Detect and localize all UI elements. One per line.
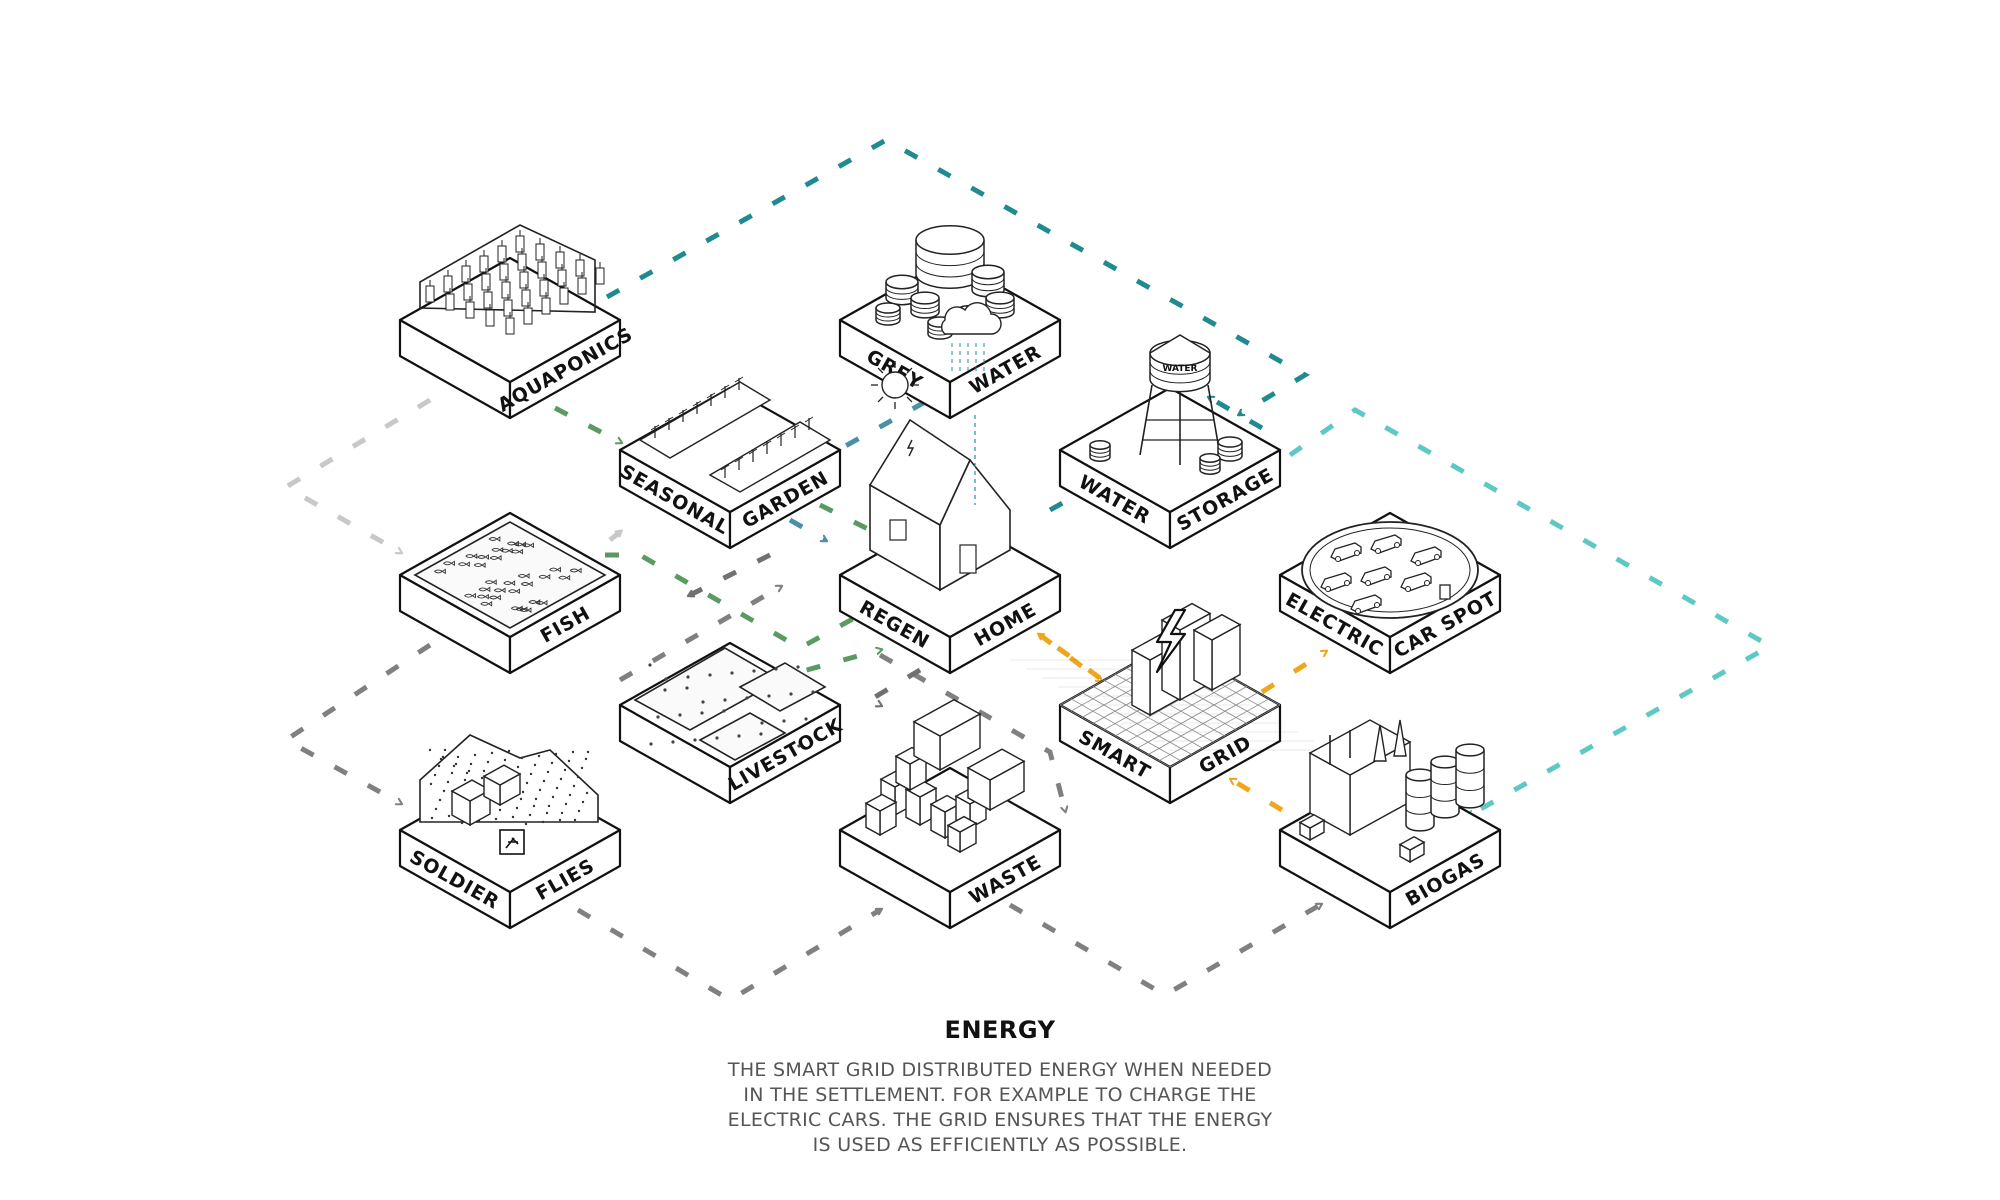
flow-arrow-compost (610, 532, 620, 540)
electric-car-spot-illustration (1302, 522, 1478, 618)
flow-arrow-compost (286, 400, 430, 552)
flow-arrow-greywater (790, 520, 825, 540)
caption-line: THE SMART GRID DISTRIBUTED ENERGY WHEN N… (0, 1058, 2000, 1083)
smart-grid-illustration (1010, 604, 1330, 767)
tile-waste: WASTE (840, 700, 1060, 928)
caption-line: IN THE SETTLEMENT. FOR EXAMPLE TO CHARGE… (0, 1083, 2000, 1108)
tile-fish: FISH (400, 513, 620, 673)
caption-line: IS USED AS EFFICIENTLY AS POSSIBLE. (0, 1133, 2000, 1158)
charger-icon (1440, 585, 1450, 599)
caption-line: ELECTRIC CARS. THE GRID ENSURES THAT THE… (0, 1108, 2000, 1133)
caption-body: THE SMART GRID DISTRIBUTED ENERGY WHEN N… (0, 1058, 2000, 1158)
flow-arrow-home (690, 555, 770, 595)
flow-arrow-home (870, 670, 920, 705)
tile-biogas: BIOGAS (1280, 720, 1500, 928)
caption-title: ENERGY (0, 1016, 2000, 1044)
sun-icon (882, 372, 908, 398)
flow-arrow-food (605, 555, 860, 648)
flow-arrow-waste (286, 645, 430, 803)
flow-arrow-waste (578, 910, 880, 1000)
flow-arrow-food (555, 408, 620, 442)
water-tower-label: WATER (1162, 364, 1197, 374)
flow-arrow-waste (1010, 905, 1320, 995)
flow-arrow-energy (1262, 652, 1325, 692)
tile-aquaponics: AQUAPONICS (400, 225, 637, 418)
flow-arrow-energy (1232, 780, 1282, 810)
